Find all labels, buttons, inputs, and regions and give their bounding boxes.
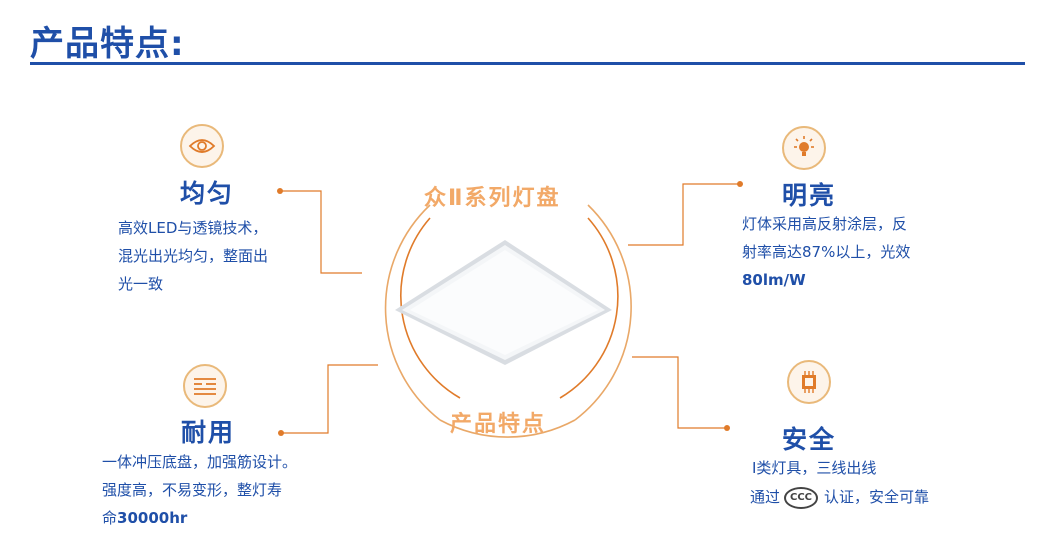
feature-title-bright: 明亮 — [782, 181, 837, 210]
led-panel-image — [395, 240, 612, 365]
page-title: 产品特点: — [30, 24, 185, 64]
feature-desc-safe: Ⅰ类灯具，三线出线 — [752, 459, 877, 477]
layers-icon — [183, 364, 227, 408]
inner-ring-arc-left — [400, 217, 461, 399]
feature-desc-durable: 一体冲压底盘，加强筋设计。 强度高，不易变形，整灯寿 命30000hr — [102, 453, 298, 527]
feature-desc-bright: 灯体采用高反射涂层，反 射率高达87%以上，光效 80lm/W — [742, 215, 911, 289]
outer-ring-arc-left — [384, 204, 441, 421]
connector-bright — [628, 181, 743, 246]
connector-uniform — [277, 188, 362, 274]
feature-title-safe: 安全 — [782, 425, 837, 454]
feature-title-uniform: 均匀 — [180, 179, 235, 208]
lightbulb-icon — [782, 126, 826, 170]
series-label: 众Ⅱ系列灯盘 — [424, 186, 561, 211]
outer-ring-arc-bottom — [439, 419, 576, 438]
eye-icon — [180, 124, 224, 168]
features-label: 产品特点 — [450, 412, 547, 437]
outer-ring-arc-right — [574, 204, 632, 421]
connector-durable — [278, 364, 378, 436]
feature-title-durable: 耐用 — [181, 418, 236, 447]
ccc-certification-icon: CCC — [784, 486, 819, 509]
header-divider — [30, 62, 1025, 65]
feature-desc-uniform: 高效LED与透镜技术， 混光出光均匀，整面出 光一致 — [118, 219, 269, 293]
connector-safe — [632, 356, 730, 431]
inner-ring-arc-right — [559, 217, 619, 399]
chip-icon — [787, 360, 831, 404]
